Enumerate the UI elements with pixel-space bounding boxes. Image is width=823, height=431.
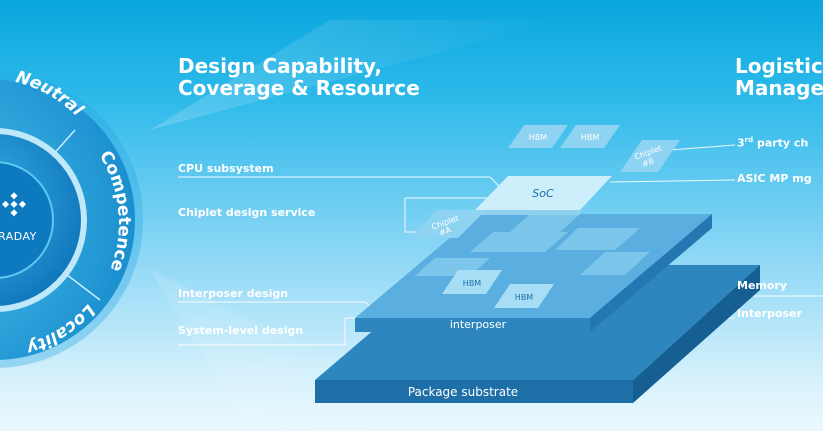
callout-interposer-design: Interposer design (178, 287, 289, 300)
brand-label: RADAY (0, 230, 37, 243)
header-design-capability: Design Capability, Coverage & Resource (178, 55, 420, 99)
hbm-mid-2: HBM (494, 284, 554, 308)
substrate-label: Package substrate (408, 385, 518, 399)
callout-chiplet-design-service: Chiplet design service (178, 206, 316, 219)
header-right-line1: Logistic (735, 54, 823, 78)
interposer-label: interposer (450, 318, 507, 331)
hbm-top-1: HBM (508, 125, 568, 148)
callout-asic-mp: ASIC MP mg (737, 172, 812, 185)
chiplet-a: Chiplet #A (410, 210, 486, 238)
header-left-line1: Design Capability, (178, 54, 382, 78)
callout-cpu-subsystem: CPU subsystem (178, 162, 274, 175)
soc-label: SoC (532, 187, 554, 200)
third-party-sup: rd (744, 136, 754, 144)
soc-chip: SoC (475, 176, 612, 215)
ring-badge: Neutral Competence Locality RADAY (0, 67, 143, 368)
hbm-mid-1: HBM (442, 270, 502, 294)
header-left-line2: Coverage & Resource (178, 76, 420, 100)
callout-third-party: 3rd party ch (737, 136, 808, 150)
hbm-mid-1-label: HBM (463, 279, 482, 288)
third-party-suffix: party ch (753, 136, 809, 150)
callout-system-level-design: System-level design (178, 324, 304, 337)
header-logistic: Logistic Manage (735, 55, 823, 99)
chiplet-b-label-2: #B (641, 156, 656, 169)
callout-memory: Memory (737, 279, 788, 292)
hbm-mid-2-label: HBM (515, 293, 534, 302)
hbm-top-2-label: HBM (581, 133, 600, 142)
chiplet-b: Chiplet #B (620, 140, 680, 172)
chip-tiles (415, 214, 650, 276)
hbm-top-1-label: HBM (529, 133, 548, 142)
chiplet-a-label-2: #A (438, 225, 453, 238)
hbm-top-2: HBM (560, 125, 620, 148)
callout-interposer: Interposer (737, 307, 802, 320)
third-party-prefix: 3 (737, 136, 745, 150)
header-right-line2: Manage (735, 76, 823, 100)
